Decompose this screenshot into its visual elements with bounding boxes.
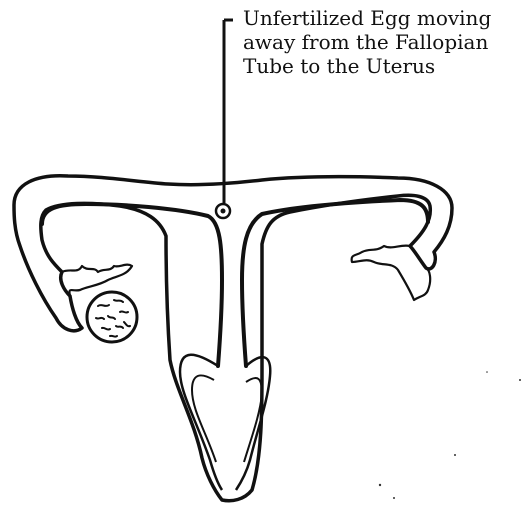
scan-specks — [379, 371, 521, 499]
cervical-canal-left-inner — [192, 375, 216, 462]
uterus-outer-outline — [14, 176, 452, 501]
annotation-line-1: Unfertilized Egg moving — [243, 6, 491, 30]
leader-line — [224, 20, 233, 203]
right-fimbriae — [352, 246, 431, 300]
annotation-line-3: Tube to the Uterus — [243, 54, 491, 78]
unfertilized-egg — [216, 204, 230, 218]
uterine-cavity-left-wall — [42, 204, 222, 366]
annotation-line-2: away from the Fallopian — [243, 30, 491, 54]
cervical-canal-right — [236, 357, 270, 490]
left-fimbriae — [62, 265, 132, 296]
left-ovary — [87, 292, 137, 342]
annotation-label: Unfertilized Egg moving away from the Fa… — [243, 6, 491, 78]
